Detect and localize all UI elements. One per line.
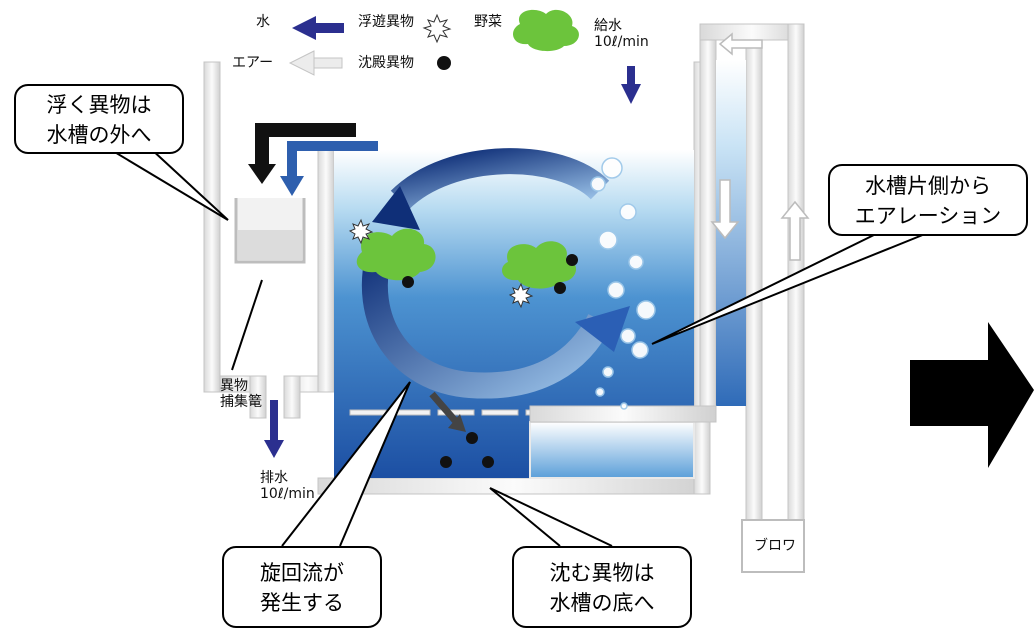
- drain-label: 排水 10ℓ/min: [260, 470, 315, 502]
- legend-icons: [288, 9, 579, 76]
- legend-air-label: エアー: [232, 55, 274, 71]
- legend-floating-debris-label: 浮遊異物: [358, 14, 414, 30]
- supply-label: 給水 10ℓ/min: [594, 18, 649, 50]
- callout-float-out: 浮く異物は 水槽の外へ: [14, 84, 184, 154]
- drain-arrow: [264, 400, 284, 458]
- callout-swirl: 旋回流が 発生する: [222, 546, 382, 628]
- legend-sinking-debris-label: 沈殿異物: [358, 55, 414, 71]
- sinking-debris-legend-icon: [437, 56, 451, 70]
- settling-arrow-head: [448, 414, 466, 432]
- debris-basket: [234, 198, 306, 264]
- air-flow-arrows: [710, 32, 810, 261]
- air-legend-arrow: [288, 50, 343, 76]
- sinking-debris: [402, 254, 578, 468]
- vegetables: [356, 228, 577, 289]
- callout-pointers: [107, 147, 931, 547]
- callout-aeration: 水槽片側から エアレーション: [828, 164, 1028, 236]
- water-legend-arrow: [292, 16, 344, 40]
- swirl-flow: [361, 148, 630, 399]
- legend-vegetable-label: 野菜: [474, 14, 502, 30]
- settling-arrow: [429, 391, 461, 427]
- legend-water-label: 水: [256, 14, 270, 30]
- floating-debris-legend-icon: [422, 13, 452, 44]
- blower-label: ブロワ: [754, 538, 796, 554]
- next-step-arrow: [910, 322, 1034, 468]
- basket-label: 異物 捕集篭: [220, 378, 262, 410]
- callout-sink-bottom: 沈む異物は 水槽の底へ: [512, 546, 692, 628]
- air-bubbles: [590, 157, 656, 410]
- supply-arrow: [621, 66, 641, 104]
- overflow-arrows: [248, 123, 378, 196]
- vegetable-legend-icon: [513, 9, 579, 52]
